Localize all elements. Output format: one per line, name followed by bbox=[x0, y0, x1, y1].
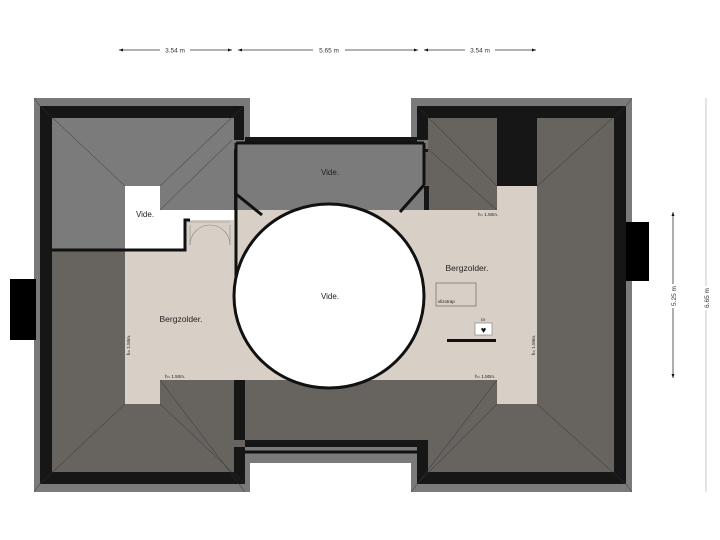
height-note-right-side: h= 1.50m. bbox=[531, 335, 536, 355]
room-label-vide-top: Vide. bbox=[321, 168, 339, 177]
loft-hatch[interactable] bbox=[435, 282, 477, 307]
interior-walls bbox=[52, 141, 426, 454]
height-note-bottom-left: h= 1.50m. bbox=[165, 374, 185, 379]
cv-icon: ♥ bbox=[481, 325, 486, 335]
void-center-circle bbox=[232, 202, 426, 390]
height-note-top-right: h= 1.50m. bbox=[478, 212, 498, 217]
chimney-left bbox=[10, 279, 36, 340]
cv-label: cv bbox=[481, 317, 486, 322]
room-label-bergzolder-right: Bergzolder. bbox=[446, 263, 489, 273]
dim-right-outer: 6.65 m bbox=[704, 288, 711, 308]
dim-right-inner: 5.25 m bbox=[671, 286, 678, 306]
room-label-vide-left: Vide. bbox=[136, 210, 154, 219]
hip-lines bbox=[33, 97, 633, 493]
dim-top-right: 3.54 m bbox=[470, 48, 490, 55]
cv-unit bbox=[474, 322, 493, 336]
wall-segment bbox=[447, 339, 496, 342]
height-note-left-side: h= 1.50m. bbox=[126, 335, 131, 355]
chimney-right bbox=[626, 222, 649, 281]
roof-slopes bbox=[52, 118, 614, 472]
dim-top-left: 3.54 m bbox=[165, 48, 185, 55]
room-label-vide-center: Vide. bbox=[321, 292, 339, 301]
door[interactable] bbox=[188, 221, 231, 246]
dim-top-center: 5.65 m bbox=[319, 48, 339, 55]
height-note-bottom-right: h= 1.50m. bbox=[475, 374, 495, 379]
room-label-bergzolder-left: Bergzolder. bbox=[160, 314, 203, 324]
loft-hatch-label: vlizotrap bbox=[438, 299, 455, 304]
void-left bbox=[125, 186, 234, 250]
